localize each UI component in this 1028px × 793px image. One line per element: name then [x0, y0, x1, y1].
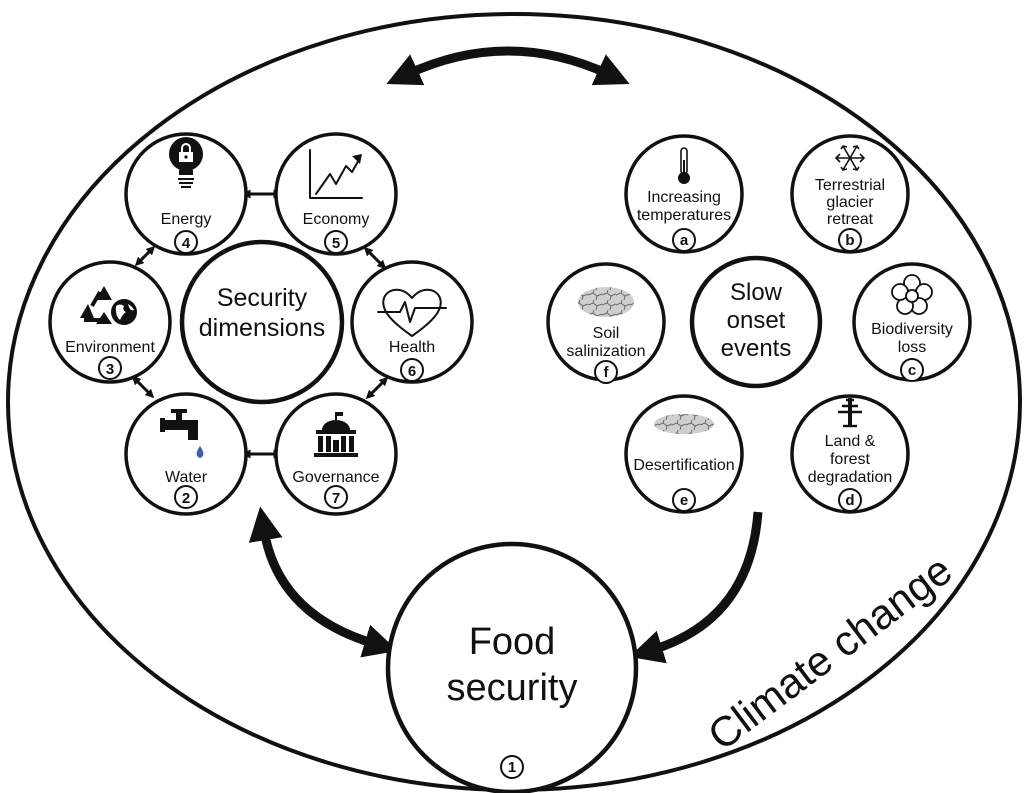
soil-letter: f: [604, 364, 610, 381]
water-number: 2: [182, 490, 190, 507]
node-health: Health 6: [350, 260, 474, 384]
event-desertification: Desertification e: [624, 394, 744, 514]
governance-label: Governance: [292, 469, 379, 486]
temperatures-label-1: Increasing: [647, 189, 721, 206]
soil-label-2: salinization: [566, 343, 645, 360]
security-dimensions-title-1: Security: [217, 284, 308, 312]
event-increasing-temperatures: Increasing temperatures a: [624, 134, 744, 254]
dimensions-food-arrow: [248, 506, 398, 658]
health-label: Health: [389, 339, 435, 356]
snowflake-icon: [834, 145, 866, 171]
soil-label-1: Soil: [593, 325, 620, 342]
food-security-number: 1: [508, 759, 516, 776]
node-economy: Economy 5: [274, 132, 398, 256]
temperatures-label-2: temperatures: [637, 207, 731, 224]
economy-label: Economy: [303, 211, 370, 228]
biodiversity-label-1: Biodiversity: [871, 321, 953, 338]
glacier-label-1: Terrestrial: [815, 177, 885, 194]
biodiversity-letter: c: [908, 362, 916, 379]
land-label-1: Land &: [825, 433, 876, 450]
top-bidirectional-arrow: [386, 46, 630, 86]
glacier-label-2: glacier: [826, 194, 874, 211]
biodiversity-label-2: loss: [898, 339, 926, 356]
event-soil-salinization: Soil salinization f: [546, 262, 666, 384]
health-number: 6: [408, 363, 416, 380]
energy-label: Energy: [161, 211, 212, 228]
slow-onset-events-center: Slow onset events: [689, 255, 823, 389]
rising-chart-icon: [309, 149, 363, 199]
tree-icon: [838, 398, 862, 428]
water-tap-icon: [160, 409, 204, 458]
slow-onset-title-1: Slow: [730, 279, 783, 306]
node-governance: Governance 7: [274, 392, 398, 516]
desertification-letter: e: [680, 492, 688, 509]
food-security-node: Food security 1: [385, 541, 639, 793]
land-label-2: forest: [830, 451, 871, 468]
cracked-ground-icon: [654, 414, 714, 434]
energy-number: 4: [182, 235, 191, 252]
glacier-label-3: retreat: [827, 211, 874, 228]
economy-number: 5: [332, 235, 340, 252]
salt-soil-icon: [578, 287, 634, 317]
node-water: Water 2: [124, 392, 248, 516]
environment-label: Environment: [65, 339, 155, 356]
glacier-letter: b: [845, 232, 854, 249]
slow-onset-title-3: events: [721, 335, 792, 362]
dimension-connectors: [131, 189, 389, 459]
security-dimensions-center: Security dimensions: [179, 239, 345, 405]
governance-number: 7: [332, 490, 340, 507]
heart-pulse-icon: [377, 288, 447, 337]
recycle-globe-icon: [80, 286, 137, 325]
lightbulb-lock-icon: [169, 137, 203, 188]
food-security-label-1: Food: [469, 621, 556, 663]
government-building-icon: [314, 412, 358, 457]
land-label-3: degradation: [808, 469, 893, 486]
event-land-forest-degradation: Land & forest degradation d: [790, 394, 910, 514]
node-environment: Environment 3: [48, 260, 172, 384]
events-food-arrow: [629, 511, 763, 664]
food-security-label-2: security: [447, 667, 578, 709]
event-glacier-retreat: Terrestrial glacier retreat b: [790, 134, 910, 254]
environment-number: 3: [106, 361, 114, 378]
slow-onset-title-2: onset: [727, 307, 786, 334]
water-label: Water: [165, 469, 208, 486]
thermometer-icon: [678, 147, 690, 184]
flower-icon: [891, 274, 933, 315]
desertification-label: Desertification: [633, 457, 734, 474]
security-dimensions-title-2: dimensions: [199, 314, 325, 342]
event-biodiversity-loss: Biodiversity loss c: [852, 262, 972, 382]
temperatures-letter: a: [680, 232, 689, 249]
land-letter: d: [845, 492, 854, 509]
node-energy: Energy 4: [124, 132, 248, 256]
